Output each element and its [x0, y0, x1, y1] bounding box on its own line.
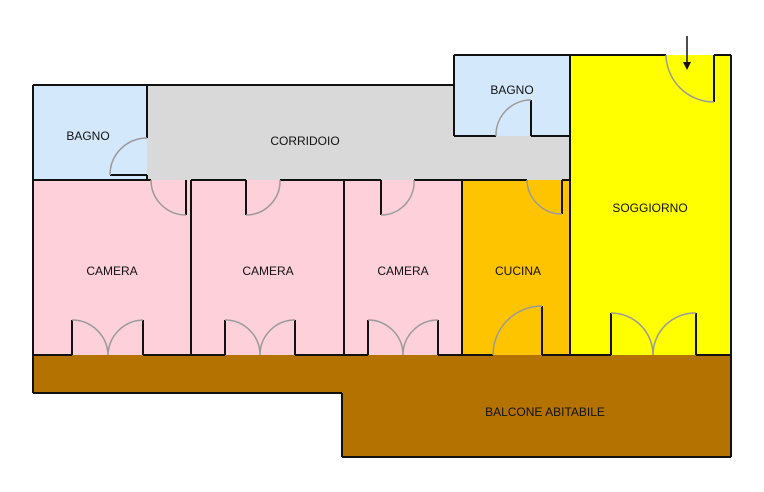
room-camera-2 [191, 180, 344, 355]
door-cucina-balcony [492, 305, 543, 356]
label-balcone: BALCONE ABITABILE [485, 405, 605, 419]
door-camera-2 [245, 179, 281, 216]
door-camera-1 [150, 179, 187, 216]
door-camera-3-balcony [367, 319, 439, 356]
room-balcone [33, 355, 731, 457]
label-camera-3: CAMERA [377, 264, 428, 278]
door-camera-3 [380, 179, 415, 216]
label-camera-2: CAMERA [242, 264, 293, 278]
room-camera-3 [344, 180, 462, 355]
room-bagno-2 [454, 55, 570, 136]
door-swings [71, 54, 715, 356]
room-bagno-1 [33, 85, 147, 180]
walls [32, 54, 732, 458]
door-bagno-1 [109, 137, 148, 176]
door-cucina [526, 179, 563, 215]
label-camera-1: CAMERA [86, 264, 137, 278]
label-cucina: CUCINA [495, 264, 541, 278]
door-soggiorno-balcony [610, 312, 697, 356]
room-cucina [462, 180, 570, 355]
label-bagno-2: BAGNO [490, 83, 533, 97]
door-entrance [665, 54, 715, 103]
door-camera-1-balcony [71, 319, 144, 356]
door-bagno-2 [495, 99, 532, 137]
room-camera-1 [33, 180, 191, 355]
label-corridoio: CORRIDOIO [270, 134, 339, 148]
door-camera-2-balcony [224, 319, 296, 356]
label-soggiorno: SOGGIORNO [612, 201, 687, 215]
room-soggiorno [570, 55, 731, 355]
label-bagno-1: BAGNO [66, 129, 109, 143]
entrance-arrow-icon [683, 36, 691, 70]
